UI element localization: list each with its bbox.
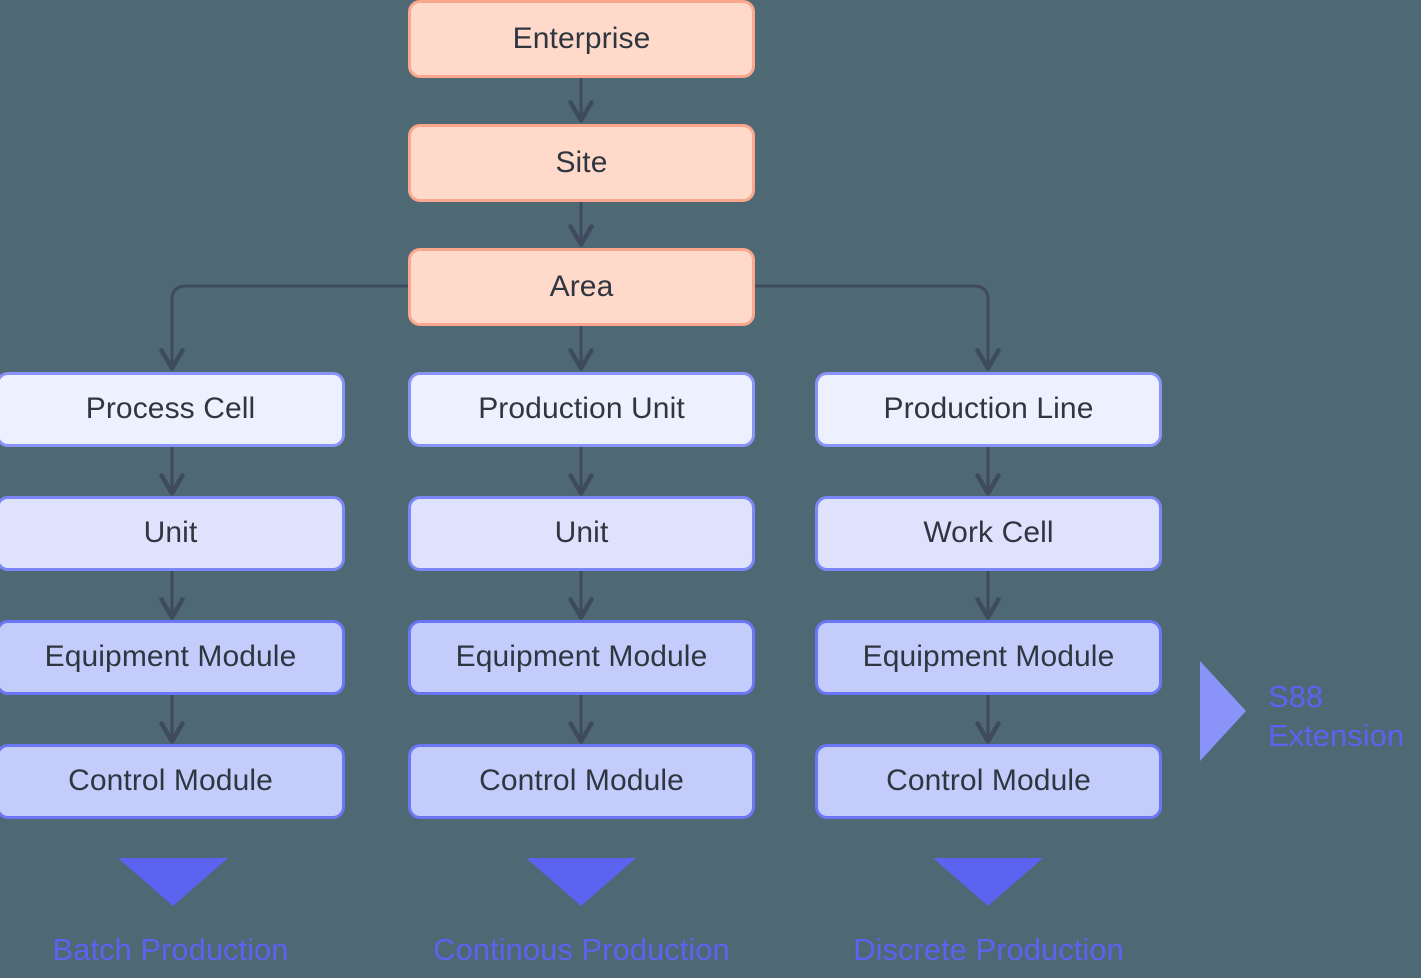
node-label: Production Line: [883, 392, 1094, 426]
node-unit-batch[interactable]: Unit: [0, 496, 345, 571]
node-label: Process Cell: [85, 392, 256, 426]
node-control-module-continuous[interactable]: Control Module: [408, 744, 755, 819]
node-label: Equipment Module: [44, 640, 297, 674]
result-arrow-discrete: [933, 858, 1043, 906]
node-control-module-discrete[interactable]: Control Module: [815, 744, 1162, 819]
result-arrow-batch: [118, 858, 228, 906]
node-unit-continuous[interactable]: Unit: [408, 496, 755, 571]
result-label-batch: Batch Production: [52, 932, 289, 967]
s88-extension-arrow-icon: [1200, 661, 1246, 761]
edge-area-production-line: [755, 284, 1001, 371]
node-label: Equipment Module: [455, 640, 708, 674]
node-process-cell[interactable]: Process Cell: [0, 372, 345, 447]
s88-extension-label: S88 Extension: [1268, 678, 1404, 756]
node-label: Production Unit: [478, 392, 685, 426]
s88-extension-line2: Extension: [1268, 717, 1405, 753]
node-label: Unit: [143, 516, 198, 550]
node-label: Unit: [554, 516, 609, 550]
node-work-cell[interactable]: Work Cell: [815, 496, 1162, 571]
node-enterprise[interactable]: Enterprise: [408, 0, 755, 78]
node-label: Area: [549, 269, 614, 303]
node-label: Equipment Module: [862, 640, 1115, 674]
node-label: Control Module: [479, 764, 684, 798]
result-label-continuous: Continous Production: [433, 932, 730, 967]
node-area[interactable]: Area: [408, 248, 755, 326]
node-control-module-batch[interactable]: Control Module: [0, 744, 345, 819]
result-arrow-continuous: [526, 858, 636, 906]
result-label-discrete: Discrete Production: [853, 932, 1124, 967]
node-equipment-module-discrete[interactable]: Equipment Module: [815, 620, 1162, 695]
node-production-unit[interactable]: Production Unit: [408, 372, 755, 447]
node-label: Control Module: [68, 764, 273, 798]
node-site[interactable]: Site: [408, 124, 755, 202]
node-label: Work Cell: [923, 516, 1054, 550]
node-label: Enterprise: [512, 21, 651, 55]
node-production-line[interactable]: Production Line: [815, 372, 1162, 447]
edge-area-process-cell: [159, 284, 408, 371]
s88-extension-line1: S88: [1268, 679, 1324, 714]
node-equipment-module-continuous[interactable]: Equipment Module: [408, 620, 755, 695]
node-label: Site: [555, 145, 608, 179]
node-label: Control Module: [886, 764, 1091, 798]
node-equipment-module-batch[interactable]: Equipment Module: [0, 620, 345, 695]
